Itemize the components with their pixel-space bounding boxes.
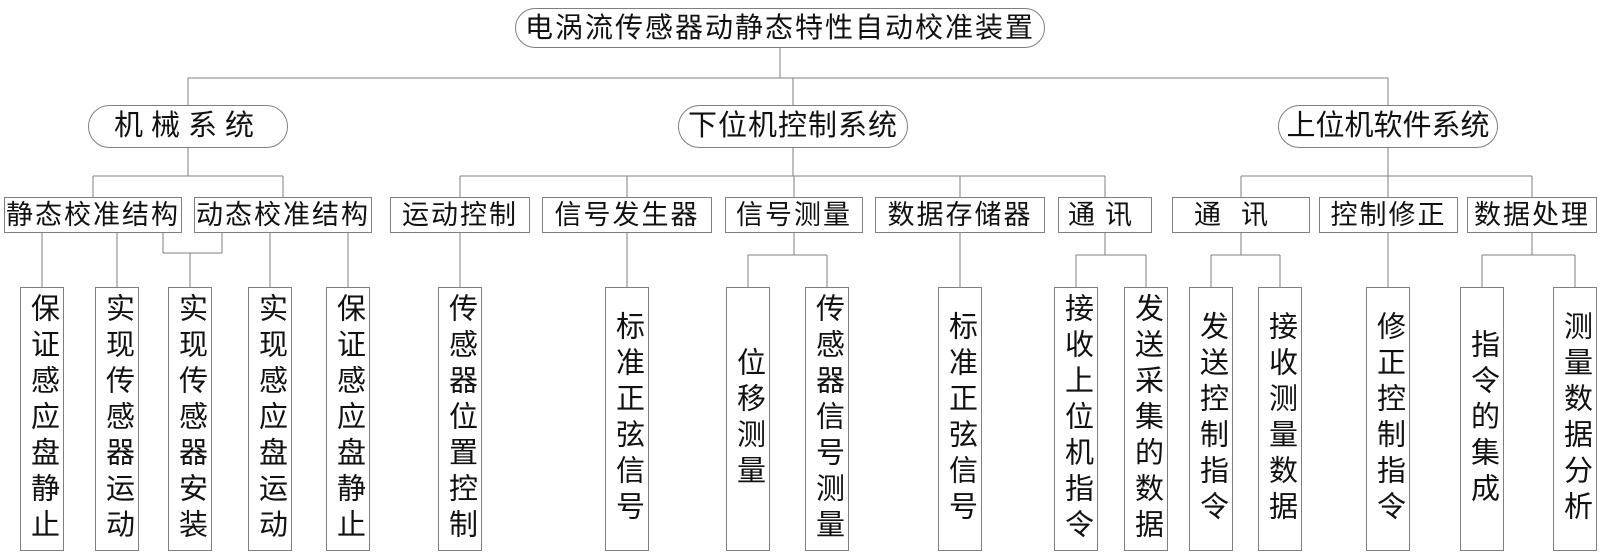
node-upper-computer-software-system: 上位机软件系统 <box>1278 105 1498 148</box>
node-sensor-signal-measurement: 传感器信号测量 <box>805 287 849 551</box>
node-root-device: 电涡流传感器动静态特性自动校准装置 <box>515 8 1045 48</box>
node-keep-induction-disc-static-2: 保证感应盘静止 <box>326 287 370 551</box>
node-static-calibration-structure: 静态校准结构 <box>4 197 182 233</box>
node-data-processing: 数据处理 <box>1467 197 1597 233</box>
node-measurement-data-analysis: 测量数据分析 <box>1553 287 1597 551</box>
node-data-storage: 数据存储器 <box>875 197 1045 233</box>
node-standard-sine-signal-2: 标准正弦信号 <box>938 287 982 551</box>
node-realize-sensor-mounting: 实现传感器安装 <box>168 287 212 551</box>
node-lower-communication: 通讯 <box>1058 197 1152 233</box>
node-sensor-position-control: 传感器位置控制 <box>438 287 482 551</box>
node-motion-control: 运动控制 <box>390 197 530 233</box>
node-send-collected-data: 发送采集的数据 <box>1124 287 1168 551</box>
node-dynamic-calibration-structure: 动态校准结构 <box>194 197 372 233</box>
node-lower-computer-control-system: 下位机控制系统 <box>678 105 908 148</box>
node-receive-upper-computer-commands: 接收上位机指令 <box>1054 287 1098 551</box>
node-send-control-commands: 发送控制指令 <box>1189 287 1233 551</box>
node-standard-sine-signal-1: 标准正弦信号 <box>605 287 649 551</box>
node-realize-sensor-motion: 实现传感器运动 <box>95 287 139 551</box>
node-control-correction: 控制修正 <box>1319 197 1458 233</box>
node-receive-measurement-data: 接收测量数据 <box>1258 287 1302 551</box>
node-correct-control-commands: 修正控制指令 <box>1366 287 1410 551</box>
node-upper-communication: 通讯 <box>1172 197 1310 233</box>
node-command-integration: 指令的集成 <box>1460 287 1504 551</box>
node-realize-induction-disc-motion: 实现感应盘运动 <box>248 287 292 551</box>
node-signal-measurement: 信号测量 <box>725 197 863 233</box>
node-keep-induction-disc-static-1: 保证感应盘静止 <box>20 287 64 551</box>
node-signal-generator: 信号发生器 <box>542 197 712 233</box>
node-mechanical-system: 机械系统 <box>88 105 288 148</box>
node-displacement-measurement: 位移测量 <box>726 287 770 551</box>
